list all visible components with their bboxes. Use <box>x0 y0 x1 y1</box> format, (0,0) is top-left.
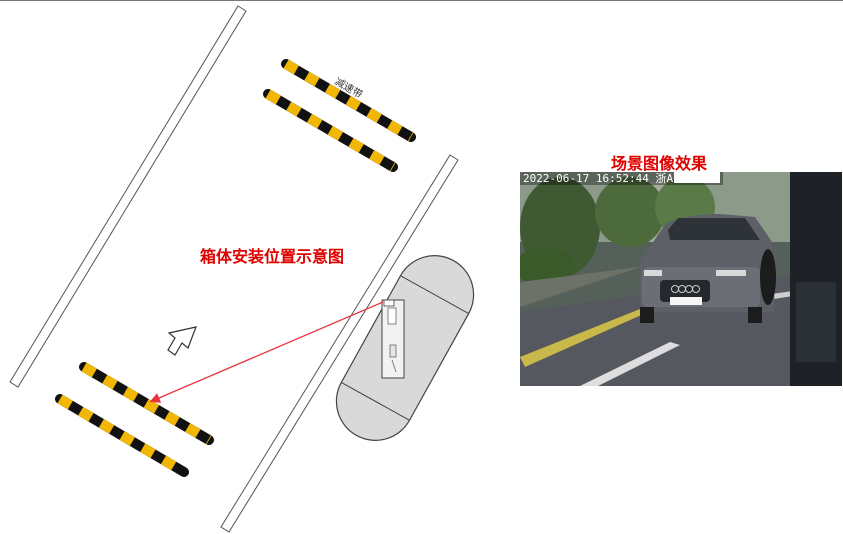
photo-title: 场景图像效果 <box>611 154 708 173</box>
speed-bump <box>79 362 214 445</box>
direction-arrow-icon <box>167 326 197 356</box>
road-right-edge <box>220 154 459 533</box>
speed-bump <box>55 394 189 477</box>
photo-timestamp-overlay: 2022-06-17 16:52:44 浙A <box>520 172 724 185</box>
photo-timestamp: 2022-06-17 16:52:44 <box>523 172 649 185</box>
road-left-edge <box>9 5 247 388</box>
scene-photo-image <box>520 172 842 386</box>
top-border-line <box>0 0 843 1</box>
scene-photo: 2022-06-17 16:52:44 浙A <box>520 172 842 386</box>
speed-bump <box>281 59 416 142</box>
enclosure-island <box>335 255 475 441</box>
pointer-arrow <box>149 301 384 403</box>
equipment-box <box>381 299 405 379</box>
speed-bump <box>263 89 398 172</box>
plate-prefix: 浙A <box>655 172 674 185</box>
car-image <box>640 214 776 323</box>
install-position-title: 箱体安装位置示意图 <box>200 247 345 266</box>
plate-redaction <box>674 172 721 183</box>
